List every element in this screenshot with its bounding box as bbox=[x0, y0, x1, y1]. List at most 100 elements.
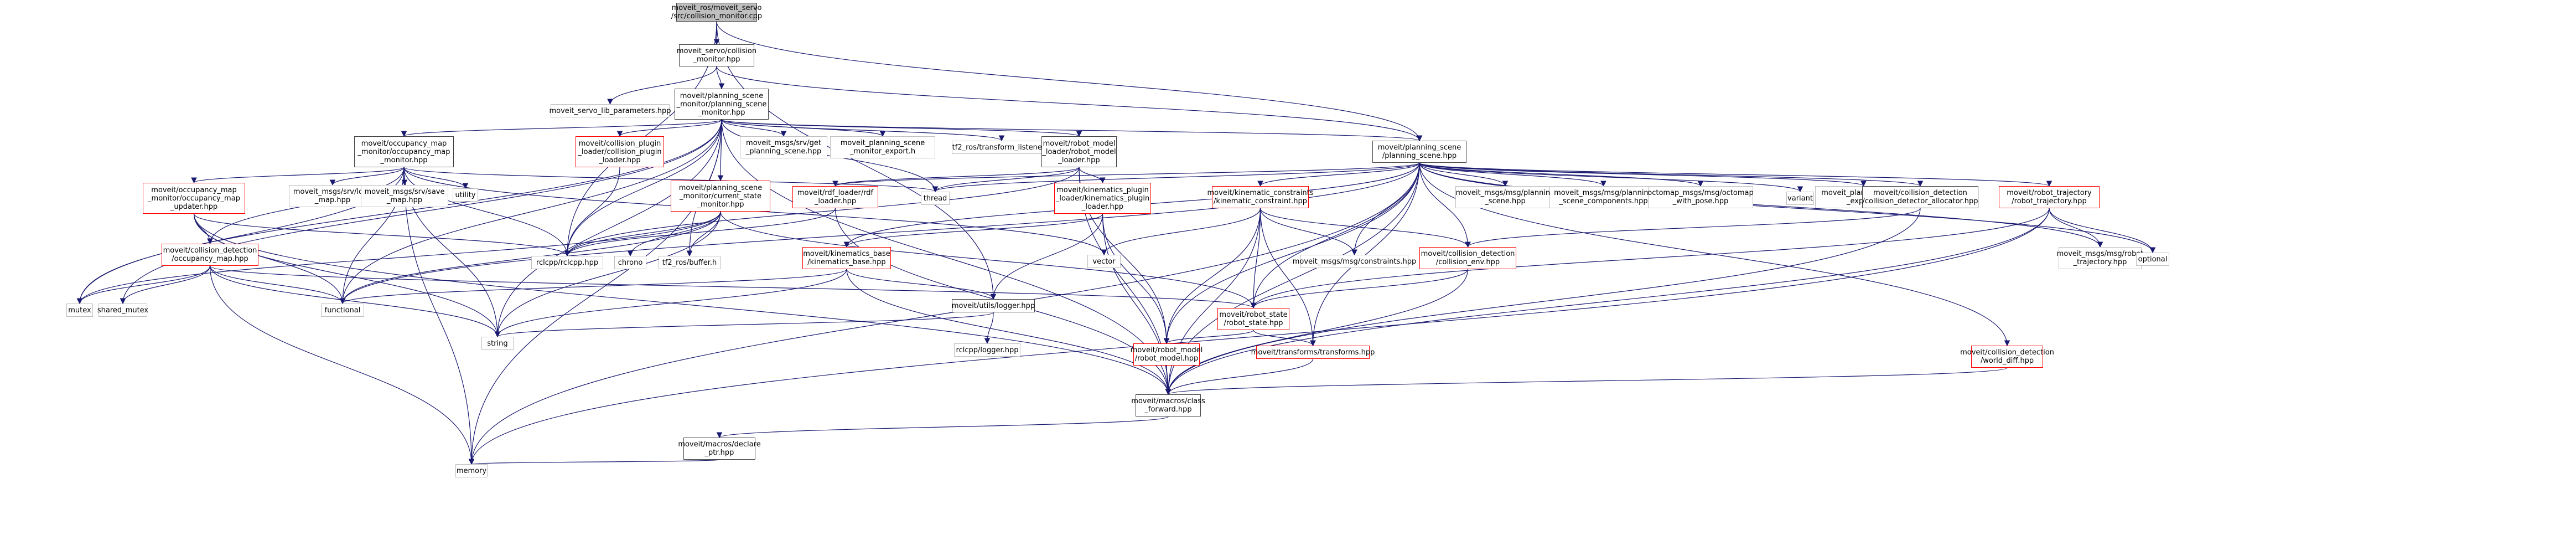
edge-csm-to-rs bbox=[720, 211, 1257, 309]
edge-psm-to-omm bbox=[401, 119, 722, 137]
graph-node-get-ps: moveit_msgs/srv/get _planning_scene.hpp bbox=[740, 136, 827, 158]
edge-psm-to-cpl bbox=[616, 119, 722, 137]
graph-node-declare-ptr[interactable]: moveit/macros/declare _ptr.hpp bbox=[678, 438, 761, 460]
edge-rdf-to-rclcpp bbox=[564, 208, 836, 257]
edge-omm-to-thread bbox=[403, 167, 938, 193]
edge-psm-to-get_ps bbox=[721, 119, 787, 137]
graph-node-cm-hpp[interactable]: moveit_servo/collision _monitor.hpp bbox=[677, 44, 756, 66]
edge-ps-to-thread bbox=[932, 162, 1420, 193]
edge-rs-to-rm bbox=[1163, 330, 1254, 344]
edge-ps-to-transforms bbox=[1310, 162, 1420, 347]
graph-node-cpl[interactable]: moveit/collision_plugin _loader/collisio… bbox=[576, 136, 664, 167]
edge-psm-to-rml bbox=[721, 119, 1082, 137]
edge-omm-to-rclcpp bbox=[403, 167, 571, 257]
graph-node-ps[interactable]: moveit/planning_scene /planning_scene.hp… bbox=[1372, 141, 1466, 163]
edge-ps-to-rt bbox=[1419, 162, 2052, 187]
edge-ps-to-optional bbox=[1419, 162, 2156, 254]
edge-declare_ptr-to-memory bbox=[469, 458, 720, 465]
graph-node-rm[interactable]: moveit/robot_model /robot_model.hpp bbox=[1131, 343, 1203, 366]
graph-node-transforms[interactable]: moveit/transforms/transforms.hpp bbox=[1251, 346, 1375, 359]
graph-node-cf[interactable]: moveit/macros/class _forward.hpp bbox=[1131, 394, 1205, 416]
graph-node-save-map: moveit_msgs/srv/save _map.hpp bbox=[361, 185, 448, 207]
graph-node-tf-listener: tf2_ros/transform_listener.h bbox=[952, 141, 1051, 154]
edge-cda-to-cenv bbox=[1465, 208, 1921, 248]
graph-node-kb[interactable]: moveit/kinematics_base /kinematics_base.… bbox=[802, 247, 891, 269]
graph-node-memory: memory bbox=[455, 464, 488, 477]
graph-node-rs[interactable]: moveit/robot_state /robot_state.hpp bbox=[1217, 308, 1289, 330]
edge-kc-to-cenv bbox=[1260, 208, 1471, 248]
edge-occ_map-to-string bbox=[209, 265, 501, 338]
graph-node-rml[interactable]: moveit/robot_model _loader/robot_model _… bbox=[1041, 136, 1117, 167]
edge-ps-to-constraints bbox=[1351, 162, 1420, 256]
graph-node-octomap: octomap_msgs/msg/octomap _with_pose.hpp bbox=[1647, 186, 1754, 208]
edge-ps-to-cenv bbox=[1419, 162, 1471, 248]
edge-omm-to-omu bbox=[191, 167, 405, 184]
graph-node-psc-msg: moveit_msgs/msg/planning _scene_componen… bbox=[1549, 186, 1657, 208]
edge-rt-to-rs bbox=[1250, 208, 2050, 309]
edge-ps-to-memory bbox=[468, 162, 1420, 465]
graph-node-kc[interactable]: moveit/kinematic_constraints /kinematic_… bbox=[1207, 186, 1314, 208]
graph-node-csm[interactable]: moveit/planning_scene _monitor/current_s… bbox=[671, 181, 770, 212]
edge-ps-to-kc bbox=[1257, 162, 1420, 187]
graph-node-rt[interactable]: moveit/robot_trajectory /robot_trajector… bbox=[1999, 186, 2100, 208]
edge-rml-to-rclcpp bbox=[564, 167, 1080, 257]
edge-ps-to-ps_msg bbox=[1419, 162, 1509, 187]
edge-cda-to-cf bbox=[1165, 208, 1921, 395]
edge-cpl-to-rclcpp bbox=[564, 167, 620, 257]
graph-node-servo-params: moveit_servo_lib_parameters.hpp bbox=[549, 104, 671, 117]
edge-ps-to-octomap bbox=[1419, 162, 1704, 187]
edge-root-to-ps bbox=[716, 21, 1423, 142]
edge-csm-to-rclcpp bbox=[564, 211, 721, 257]
graph-node-vector: vector bbox=[1087, 255, 1121, 268]
graph-node-thread: thread bbox=[921, 192, 950, 205]
graph-node-omu[interactable]: moveit/occupancy_map _monitor/occupancy_… bbox=[143, 183, 245, 214]
graph-node-rcl-logger: rclcpp/logger.hpp bbox=[954, 343, 1020, 357]
edge-omu-to-functional bbox=[193, 213, 346, 305]
graph-node-ps-msg: moveit_msgs/msg/planning _scene.hpp bbox=[1455, 186, 1555, 208]
graph-node-root[interactable]: moveit_ros/moveit_servo /src/collision_m… bbox=[671, 3, 763, 22]
edge-ps-to-rdf bbox=[832, 162, 1420, 187]
edge-ps-to-rs bbox=[1250, 162, 1420, 309]
edge-kc-to-rm bbox=[1163, 208, 1261, 344]
edge-psm-to-ps bbox=[721, 119, 1422, 142]
graph-node-functional: functional bbox=[321, 304, 364, 317]
edge-occ_map-to-memory bbox=[209, 265, 475, 465]
edge-kb-to-functional bbox=[339, 269, 847, 305]
edge-ps-to-rm bbox=[1163, 162, 1420, 344]
edge-ps-to-variant bbox=[1419, 162, 1803, 193]
edge-kb-to-cf bbox=[846, 269, 1172, 395]
edge-wd-to-cf bbox=[1165, 367, 2008, 395]
edge-occ_map-to-functional bbox=[209, 265, 346, 305]
graph-node-cda[interactable]: moveit/collision_detection /collision_de… bbox=[1862, 186, 1978, 208]
edge-psm-to-rclcpp bbox=[564, 119, 722, 257]
edge-psm-to-functional bbox=[339, 119, 722, 305]
edge-cf-to-declare_ptr bbox=[717, 416, 1169, 439]
edge-omm-to-load_map bbox=[329, 167, 405, 186]
edge-rml-to-rdf bbox=[832, 167, 1080, 187]
edge-csm-to-mutex bbox=[76, 211, 721, 305]
edge-psm-to-tf_listener bbox=[721, 119, 1005, 142]
graph-node-omm[interactable]: moveit/occupancy_map _monitor/occupancy_… bbox=[354, 136, 454, 167]
graph-node-logger[interactable]: moveit/utils/logger.hpp bbox=[952, 299, 1035, 312]
graph-node-kpl[interactable]: moveit/kinematics_plugin _loader/kinemat… bbox=[1054, 183, 1151, 214]
graph-node-rdf[interactable]: moveit/rdf_loader/rdf _loader.hpp bbox=[792, 186, 878, 208]
edge-rt-to-memory bbox=[468, 208, 2050, 465]
edge-rt-to-optional bbox=[2049, 208, 2156, 254]
edge-ps-to-rt_msg bbox=[1419, 162, 2103, 248]
graph-node-wd[interactable]: moveit/collision_detection /world_diff.h… bbox=[1960, 346, 2054, 368]
edge-omu-to-occ_map bbox=[193, 213, 213, 245]
graph-node-occ-map[interactable]: moveit/collision_detection /occupancy_ma… bbox=[162, 244, 258, 266]
graph-node-chrono: chrono bbox=[614, 256, 646, 269]
graph-node-psm[interactable]: moveit/planning_scene _monitor/planning_… bbox=[675, 89, 769, 120]
edge-ps-to-ps_export bbox=[1419, 162, 1867, 187]
graph-node-cenv[interactable]: moveit/collision_detection /collision_en… bbox=[1419, 247, 1516, 269]
edge-kc-to-transforms bbox=[1260, 208, 1316, 347]
edge-rml-to-thread bbox=[932, 167, 1080, 193]
edge-cm_hpp-to-servo_params bbox=[607, 66, 717, 105]
edge-kpl-to-rm bbox=[1102, 213, 1170, 344]
edge-cenv-to-rs bbox=[1250, 269, 1469, 309]
edge-kc-to-rs bbox=[1250, 208, 1261, 309]
edge-kpl-to-kb bbox=[843, 213, 1103, 248]
edge-omm-to-utility bbox=[403, 167, 469, 189]
edge-cm_hpp-to-ps bbox=[716, 66, 1423, 142]
